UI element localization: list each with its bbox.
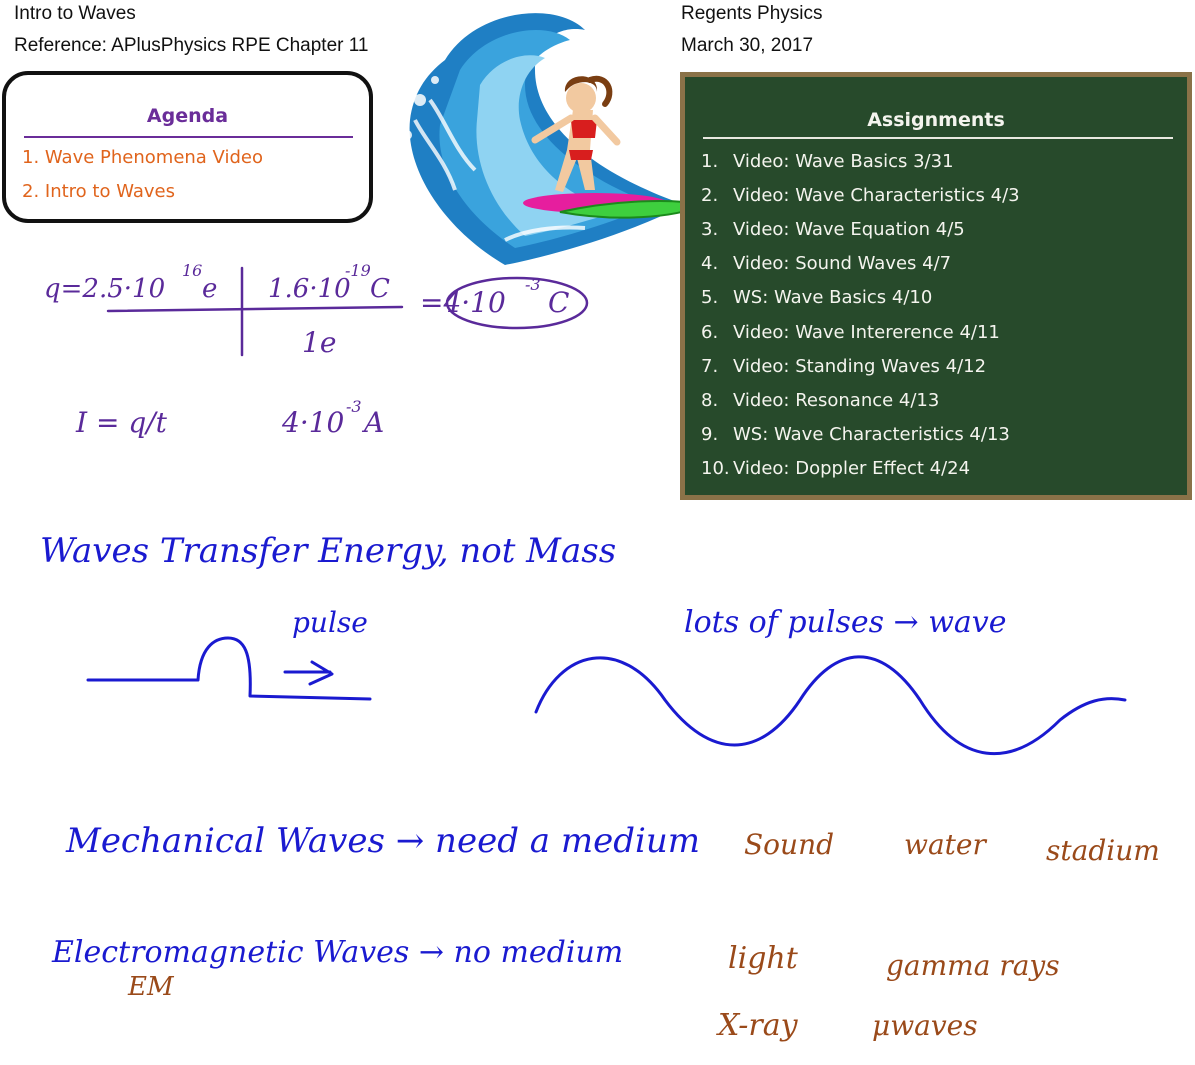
assignment-item: 7. Video: Standing Waves 4/12 xyxy=(701,356,986,377)
assignment-number: 7. xyxy=(701,356,719,377)
assignment-text: Video: Doppler Effect 4/24 xyxy=(733,458,971,479)
assignment-number: 8. xyxy=(701,390,719,411)
pulse-arrow xyxy=(283,660,334,686)
charge-result: =4·10 xyxy=(420,286,506,319)
surfer-wave-illustration xyxy=(402,13,705,265)
assignment-number: 5. xyxy=(701,287,719,308)
current-formula: I = q/t xyxy=(75,406,168,439)
answer-circle xyxy=(445,276,589,330)
assignment-item: 5. WS: Wave Basics 4/10 xyxy=(701,287,932,308)
charge-quantity: q=2.5·10 xyxy=(44,274,165,304)
example-light: light xyxy=(728,941,799,976)
pulse-drawing xyxy=(86,636,372,701)
example-stadium: stadium xyxy=(1046,834,1160,867)
current-value-exponent: -3 xyxy=(346,397,362,416)
conversion-numerator-exponent: -19 xyxy=(345,261,371,280)
conversion-numerator-unit: C xyxy=(370,274,390,304)
assignment-item: 9. WS: Wave Characteristics 4/13 xyxy=(701,424,1010,445)
example-microwaves: μwaves xyxy=(872,1009,978,1042)
fraction-bar xyxy=(106,305,404,313)
example-sound: Sound xyxy=(744,828,834,861)
assignment-number: 2. xyxy=(701,185,719,206)
current-value-unit: A xyxy=(361,406,384,439)
charge-unit: e xyxy=(202,274,217,304)
energy-statement: Waves Transfer Energy, not Mass xyxy=(40,531,616,571)
assignments-title: Assignments xyxy=(867,109,1005,131)
reference-line: Reference: APlusPhysics RPE Chapter 11 xyxy=(14,35,369,56)
charge-exponent: 16 xyxy=(182,261,202,280)
assignment-text: Video: Wave Equation 4/5 xyxy=(733,219,965,240)
assignment-number: 1. xyxy=(701,151,719,172)
assignment-text: Video: Standing Waves 4/12 xyxy=(733,356,987,377)
example-x-ray: X-ray xyxy=(716,1008,799,1043)
em-waves-note: Electromagnetic Waves → no medium xyxy=(51,935,623,970)
agenda-divider xyxy=(24,136,353,138)
agenda-title: Agenda xyxy=(146,105,229,127)
em-abbreviation: EM xyxy=(127,972,175,1002)
charge-result-unit: C xyxy=(548,286,569,319)
assignment-text: Video: Resonance 4/13 xyxy=(733,390,940,411)
agenda-box: Agenda 1. Wave Phenomena Video 2. Intro … xyxy=(2,71,373,223)
assignment-item: 10.Video: Doppler Effect 4/24 xyxy=(701,458,970,479)
mechanical-waves-note: Mechanical Waves → need a medium xyxy=(65,821,700,861)
example-water: water xyxy=(904,828,987,861)
assignments-divider xyxy=(703,137,1173,139)
course-name: Regents Physics xyxy=(681,3,823,24)
assignment-item: 1. Video: Wave Basics 3/31 xyxy=(701,151,954,172)
conversion-denominator: 1e xyxy=(302,326,336,359)
assignment-number: 3. xyxy=(701,219,719,240)
assignment-text: Video: Wave Characteristics 4/3 xyxy=(733,185,1020,206)
pulse-label: pulse xyxy=(292,606,368,639)
assignment-number: 6. xyxy=(701,322,719,343)
assignment-number: 9. xyxy=(701,424,719,445)
example-gamma-rays: gamma rays xyxy=(886,949,1060,982)
wave-label: lots of pulses → wave xyxy=(684,605,1007,640)
assignment-item: 4. Video: Sound Waves 4/7 xyxy=(701,253,951,274)
wave-drawing xyxy=(534,655,1127,756)
assignment-item: 2. Video: Wave Characteristics 4/3 xyxy=(701,185,1020,206)
assignment-text: WS: Wave Characteristics 4/13 xyxy=(733,424,1010,445)
assignment-text: Video: Sound Waves 4/7 xyxy=(733,253,952,274)
assignment-number: 4. xyxy=(701,253,719,274)
agenda-item: 1. Wave Phenomena Video xyxy=(22,147,263,168)
current-value: 4·10 xyxy=(281,406,344,439)
lesson-date: March 30, 2017 xyxy=(681,35,814,56)
lesson-title: Intro to Waves xyxy=(14,3,136,24)
assignment-text: Video: Wave Intererence 4/11 xyxy=(733,322,1000,343)
assignment-item: 3. Video: Wave Equation 4/5 xyxy=(701,219,965,240)
agenda-item: 2. Intro to Waves xyxy=(22,181,175,202)
assignment-number: 10. xyxy=(701,458,730,479)
conversion-numerator: 1.6·10 xyxy=(268,274,351,304)
assignment-text: WS: Wave Basics 4/10 xyxy=(733,287,933,308)
assignment-text: Video: Wave Basics 3/31 xyxy=(733,151,954,172)
assignments-board: Assignments 1. Video: Wave Basics 3/31 2.… xyxy=(680,72,1192,500)
assignment-item: 8. Video: Resonance 4/13 xyxy=(701,390,939,411)
assignment-item: 6. Video: Wave Intererence 4/11 xyxy=(701,322,1000,343)
